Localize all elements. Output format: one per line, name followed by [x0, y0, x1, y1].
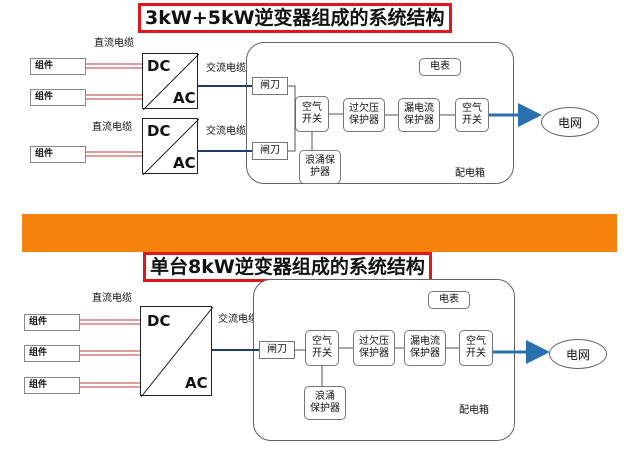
top-ac-cables: [198, 85, 252, 152]
orange-divider: [22, 214, 617, 252]
top-dc-cable-label-2: 直流电缆: [92, 122, 132, 133]
bottom-meter: 电表: [428, 291, 470, 309]
top-internal-wiring: [288, 85, 455, 152]
bottom-inverter-ac: AC: [185, 374, 208, 392]
top-inverter-2: DC AC: [142, 118, 199, 175]
top-ac-cable-label-1: 交流电缆: [206, 63, 246, 74]
bottom-ac-cable-label: 交流电缆: [218, 314, 258, 325]
top-surge-protector: 浪涌保 护器: [299, 150, 341, 184]
bottom-inverter-dc: DC: [147, 312, 171, 330]
top-leakage-protector: 漏电流 保护器: [398, 98, 440, 132]
top-inverter-2-dc: DC: [147, 122, 171, 140]
top-knife-switch-1: 闸刀: [252, 77, 288, 95]
top-air-switch-2: 空气 开关: [455, 98, 489, 132]
bottom-diagram-title: 单台8kW逆变器组成的系统结构: [143, 252, 432, 282]
bottom-dc-cable-label: 直流电缆: [92, 293, 132, 304]
bottom-pv-module-1: 组件: [24, 314, 80, 331]
top-pv-module-3: 组件: [30, 146, 86, 163]
top-knife-switch-2: 闸刀: [252, 142, 288, 160]
top-air-switch-1: 空气 开关: [295, 96, 329, 132]
bottom-pv-module-2: 组件: [24, 345, 80, 362]
top-grid: 电网: [541, 107, 599, 137]
top-dc-cable-label-1: 直流电缆: [94, 38, 134, 49]
inverter-diagonal: [143, 54, 199, 110]
bottom-dc-cables: [80, 319, 140, 388]
bottom-cabinet-label: 配电箱: [459, 405, 489, 416]
top-diagram-title: 3kW+5kW逆变器组成的系统结构: [138, 3, 452, 33]
top-dc-cables: [86, 63, 142, 157]
bottom-air-switch-2: 空气 开关: [459, 330, 493, 366]
top-inverter-1: DC AC: [142, 53, 199, 110]
bottom-internal-wiring: [295, 347, 459, 386]
top-over-under-voltage-protector: 过欠压 保护器: [343, 98, 385, 132]
bottom-over-under-voltage-protector: 过欠压 保护器: [353, 330, 395, 366]
top-pv-module-2: 组件: [30, 89, 86, 106]
inverter-diagonal: [141, 307, 213, 397]
bottom-leakage-protector: 漏电流 保护器: [404, 330, 446, 366]
top-inverter-2-ac: AC: [173, 154, 196, 172]
top-cabinet-label: 配电箱: [455, 168, 485, 179]
bottom-air-switch-1: 空气 开关: [305, 330, 339, 366]
top-meter: 电表: [419, 58, 461, 76]
bottom-pv-module-3: 组件: [24, 377, 80, 394]
top-inverter-1-ac: AC: [173, 89, 196, 107]
top-ac-cable-label-2: 交流电缆: [206, 126, 246, 137]
inverter-diagonal: [143, 119, 199, 175]
bottom-surge-protector: 浪涌 保护器: [304, 386, 346, 420]
bottom-knife-switch: 闸刀: [259, 341, 295, 359]
bottom-inverter: DC AC: [140, 306, 213, 397]
top-inverter-1-dc: DC: [147, 57, 171, 75]
top-pv-module-1: 组件: [30, 58, 86, 75]
bottom-grid: 电网: [549, 339, 607, 369]
